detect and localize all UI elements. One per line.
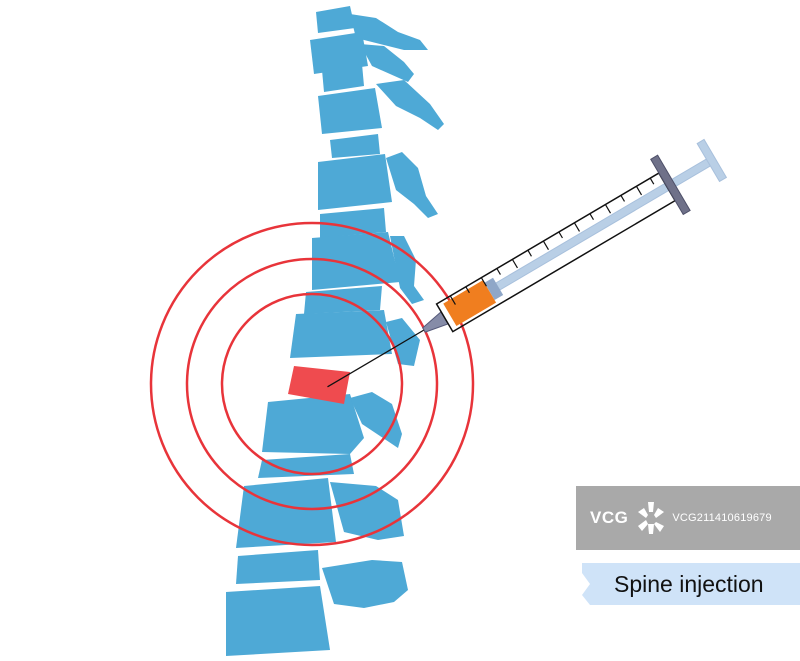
vertebra (236, 478, 404, 548)
watermark-id: VCG211410619679 (672, 512, 772, 524)
pain-ring-icon (149, 221, 475, 547)
vertebra (318, 152, 438, 218)
syringe-medication (443, 280, 497, 326)
watermark-brand: VCG (590, 508, 629, 527)
syringe-plunger-handle (696, 138, 728, 183)
vertebra (318, 80, 444, 134)
affected-disc (288, 366, 350, 404)
vertebra (322, 64, 364, 92)
pain-ring-outer (149, 221, 475, 547)
spine-column (226, 6, 444, 656)
watermark: VCG VCG211410619679 (576, 486, 800, 550)
syringe-plunger-rod (490, 158, 712, 294)
caption-text: Spine injection (614, 570, 764, 597)
vertebra (290, 310, 420, 366)
syringe-flange (650, 154, 691, 216)
caption-banner: Spine injection (582, 563, 800, 605)
vertebra (312, 232, 424, 304)
vertebra (236, 550, 320, 584)
syringe-icon (327, 138, 728, 388)
syringe-plunger-seal (484, 277, 504, 301)
vcg-logo-icon (638, 502, 665, 534)
vertebra (320, 208, 386, 238)
pain-ring-middle (185, 257, 439, 511)
vertebra (226, 560, 408, 656)
syringe-graduations (449, 177, 655, 305)
pain-ring-inner (220, 292, 404, 476)
syringe-needle (327, 329, 425, 388)
vertebra (310, 32, 414, 82)
vertebra (330, 134, 380, 158)
vertebra (262, 392, 402, 454)
vertebra (316, 6, 428, 50)
